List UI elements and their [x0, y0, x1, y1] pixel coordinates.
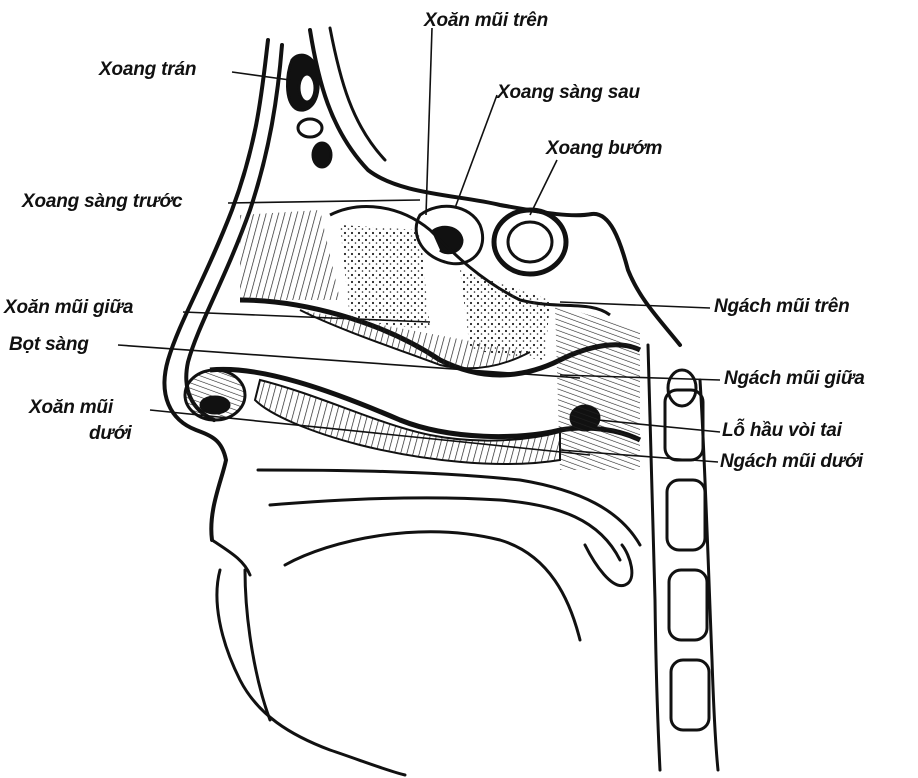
label-ngach-mui-tren: Ngách mũi trên [714, 296, 850, 318]
vertebrae [665, 370, 709, 730]
label-xoan-mui-giua: Xoăn mũi giữa [4, 297, 133, 319]
label-bot-sang: Bọt sàng [9, 334, 89, 356]
label-ngach-mui-giua: Ngách mũi giữa [724, 368, 865, 390]
label-xoang-tran: Xoang trán [99, 59, 196, 81]
label-xoan-mui-duoi-line1: Xoăn mũi [29, 397, 113, 419]
label-lo-hau-voi-tai: Lỗ hầu vòi tai [722, 420, 842, 442]
label-xoan-mui-duoi-line2: dưới [89, 423, 131, 445]
conchae [185, 207, 640, 470]
label-ngach-mui-duoi: Ngách mũi dưới [720, 451, 863, 473]
label-xoang-sang-sau: Xoang sàng sau [497, 82, 640, 104]
label-xoang-buom: Xoang bướm [546, 138, 662, 160]
label-xoang-sang-truoc: Xoang sàng trước [22, 191, 182, 213]
label-xoan-mui-tren: Xoăn mũi trên [424, 10, 548, 32]
